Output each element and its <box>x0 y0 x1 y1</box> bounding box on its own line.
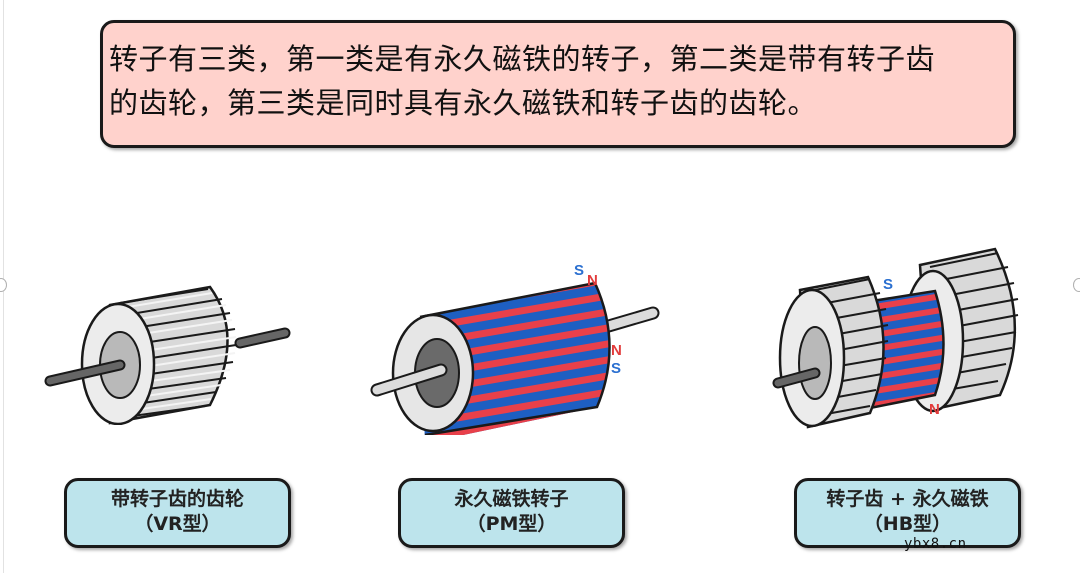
vr-label-title: 带转子齿的齿轮 <box>110 488 244 510</box>
intro-line-1: 转子有三类，第一类是有永久磁铁的转子，第二类是带有转子齿 <box>109 42 936 76</box>
vr-rotor-illustration <box>44 285 291 425</box>
resize-handle-right[interactable] <box>1073 278 1080 292</box>
pm-label-type: （PM型） <box>466 513 557 535</box>
hb-pole-top-s: S <box>883 276 894 293</box>
intro-callout: 转子有三类，第一类是有永久磁铁的转子，第二类是带有转子齿 的齿轮，第三类是同时具… <box>100 20 1016 148</box>
hb-label-title: 转子齿 + 永久磁铁 <box>826 488 989 510</box>
vr-label-type: （VR型） <box>134 513 221 535</box>
intro-line-2: 的齿轮，第三类是同时具有永久磁铁和转子齿的齿轮。 <box>109 86 818 120</box>
hb-label: 转子齿 + 永久磁铁 （HB型） <box>794 478 1021 548</box>
hb-pole-bottom-n: N <box>929 401 940 418</box>
pm-pole-side-n: N <box>611 342 622 359</box>
pm-pole-side-s: S <box>611 360 622 377</box>
resize-handle-left[interactable] <box>0 278 7 292</box>
hb-rotor-illustration <box>772 247 1019 429</box>
pm-label-title: 永久磁铁转子 <box>454 488 569 510</box>
watermark: ybx8.cn <box>904 536 967 552</box>
vr-label: 带转子齿的齿轮 （VR型） <box>64 478 291 548</box>
pm-rotor-illustration <box>370 281 660 435</box>
pm-pole-top-s: S <box>574 262 585 279</box>
pm-label: 永久磁铁转子 （PM型） <box>398 478 625 548</box>
pm-pole-top-n: N <box>587 272 598 289</box>
hb-label-type: （HB型） <box>863 513 952 535</box>
